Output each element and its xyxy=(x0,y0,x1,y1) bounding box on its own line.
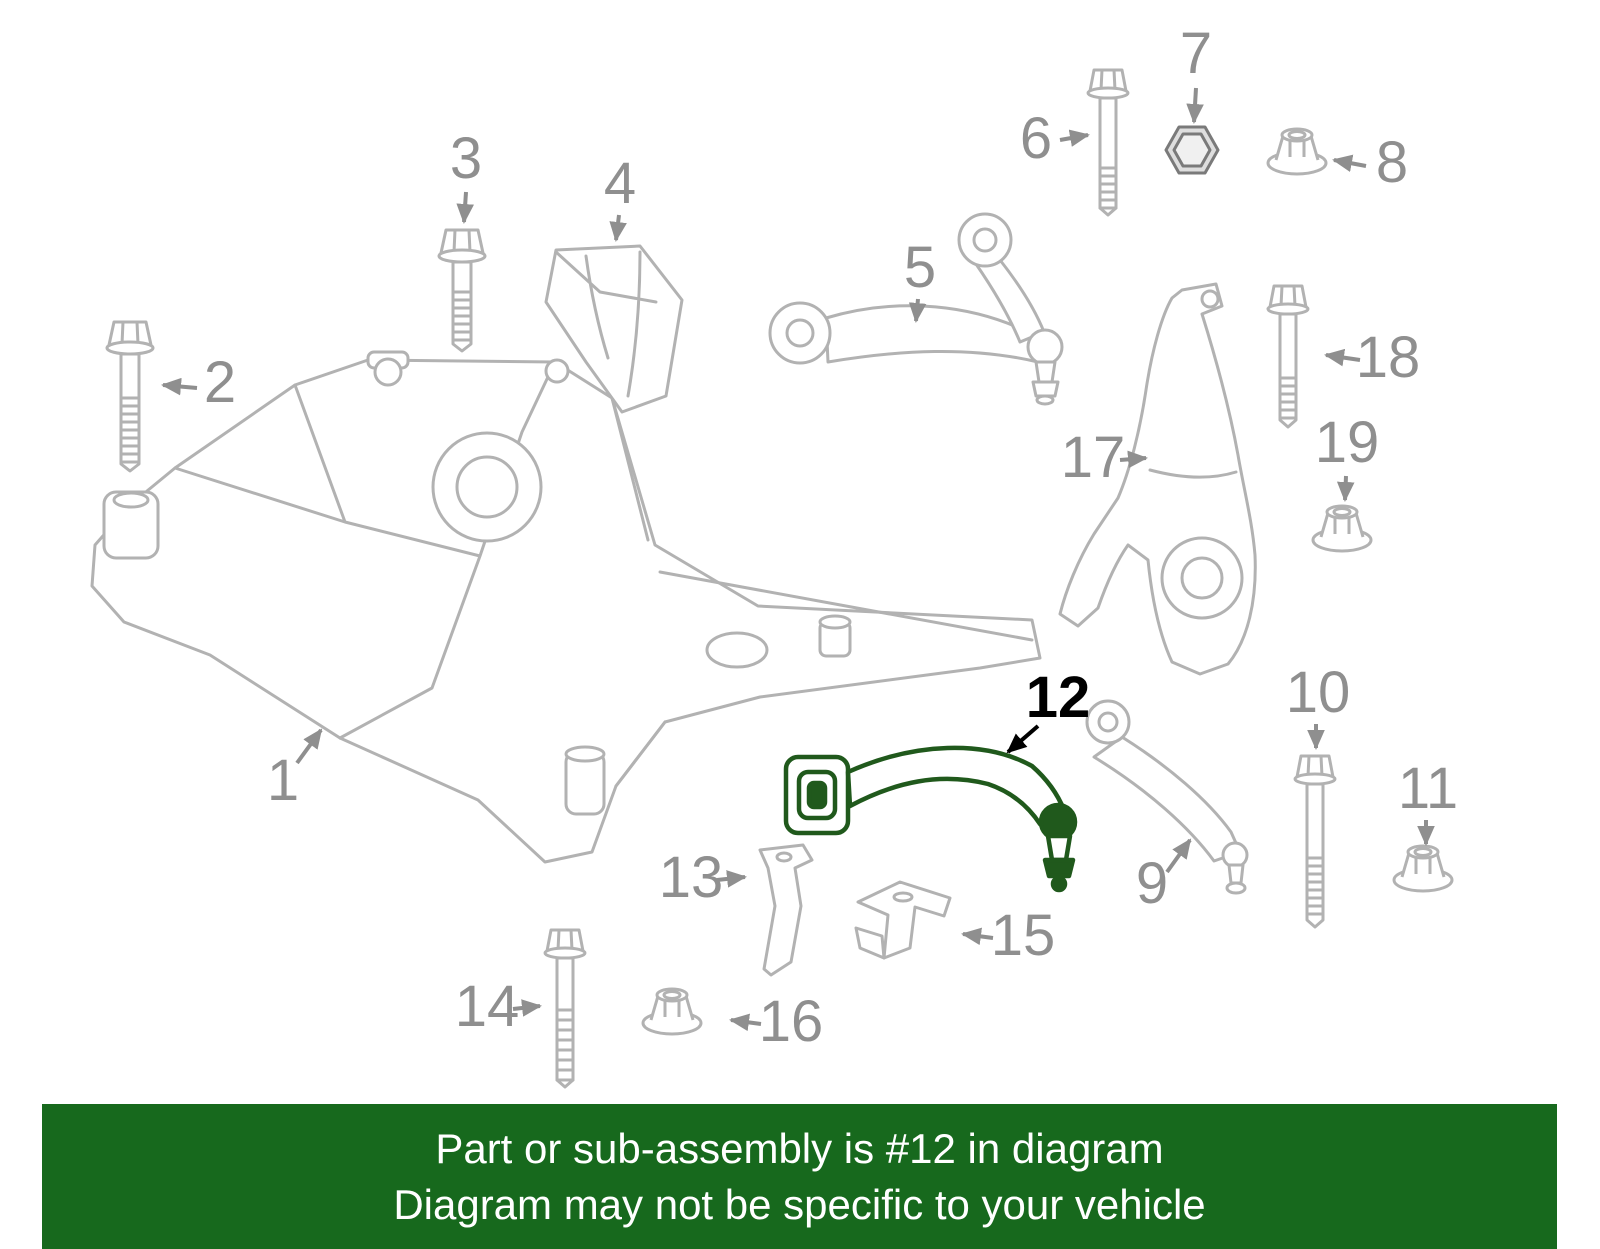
part-labels: 1 2 3 4 5 6 7 8 9 10 11 12 13 14 15 16 1… xyxy=(204,21,1458,1054)
callout-arrows xyxy=(161,87,1435,1032)
part-label-8: 8 xyxy=(1376,130,1408,195)
heat-shield xyxy=(544,244,684,414)
part-label-3: 3 xyxy=(450,126,482,191)
steering-knuckle xyxy=(1058,282,1257,676)
part-label-4: 4 xyxy=(604,151,636,216)
arrow-to-part-1 xyxy=(295,728,323,765)
lower-control-arm-highlighted xyxy=(783,745,1078,893)
bracket xyxy=(854,880,952,960)
part-label-14: 14 xyxy=(455,974,520,1039)
arrow-to-part-18 xyxy=(1324,348,1361,367)
part-label-19: 19 xyxy=(1315,410,1380,475)
arrow-to-part-14 xyxy=(512,999,542,1017)
arrow-to-part-17 xyxy=(1119,450,1148,469)
info-banner: Part or sub-assembly is #12 in diagram D… xyxy=(42,1104,1557,1249)
link-arm xyxy=(1085,699,1249,895)
arrow-to-part-8 xyxy=(1332,154,1367,172)
upper-control-arm xyxy=(768,212,1064,406)
part-label-2: 2 xyxy=(204,350,236,415)
part-label-1: 1 xyxy=(267,748,299,813)
flange-nut xyxy=(641,987,703,1036)
arrow-to-part-13 xyxy=(716,870,747,888)
banner-line2: Diagram may not be specific to your vehi… xyxy=(393,1180,1206,1228)
flange-nut xyxy=(1392,844,1454,893)
arrow-to-part-5 xyxy=(908,298,927,323)
part-label-12-highlighted: 12 xyxy=(1026,665,1091,730)
part-label-18: 18 xyxy=(1356,325,1421,390)
part-label-10: 10 xyxy=(1286,660,1351,725)
bracket xyxy=(758,843,814,977)
flange-nut xyxy=(1311,504,1373,553)
arrow-to-part-15 xyxy=(961,927,994,946)
arrow-to-part-3 xyxy=(456,191,474,224)
front-crossmember xyxy=(90,350,1042,864)
part-label-13: 13 xyxy=(659,845,724,910)
hex-nut xyxy=(1164,125,1220,175)
bolt xyxy=(543,928,587,1089)
part-label-9: 9 xyxy=(1136,851,1168,916)
diagram-parts-layer xyxy=(90,68,1454,1089)
part-label-7: 7 xyxy=(1180,21,1212,86)
part-label-6: 6 xyxy=(1020,106,1052,171)
part-label-11: 11 xyxy=(1398,756,1458,821)
bolt xyxy=(105,320,155,473)
part-label-15: 15 xyxy=(991,903,1056,968)
bolt xyxy=(1086,68,1130,217)
part-label-5: 5 xyxy=(904,235,936,300)
arrow-to-part-9 xyxy=(1165,838,1192,874)
bolt xyxy=(1266,284,1310,429)
bolt xyxy=(1293,754,1337,929)
arrow-to-part-19 xyxy=(1336,475,1355,502)
bolt xyxy=(437,228,487,353)
arrow-to-part-2 xyxy=(161,377,198,396)
part-label-17: 17 xyxy=(1061,425,1126,490)
banner-line1: Part or sub-assembly is #12 in diagram xyxy=(435,1125,1164,1173)
arrow-to-part-12 xyxy=(1006,724,1040,754)
arrow-to-part-7 xyxy=(1186,87,1204,124)
flange-nut xyxy=(1266,127,1328,176)
arrow-to-part-6 xyxy=(1059,129,1090,147)
arrow-to-part-16 xyxy=(729,1013,762,1032)
part-label-16: 16 xyxy=(759,989,824,1054)
arrow-to-part-4 xyxy=(609,214,627,242)
